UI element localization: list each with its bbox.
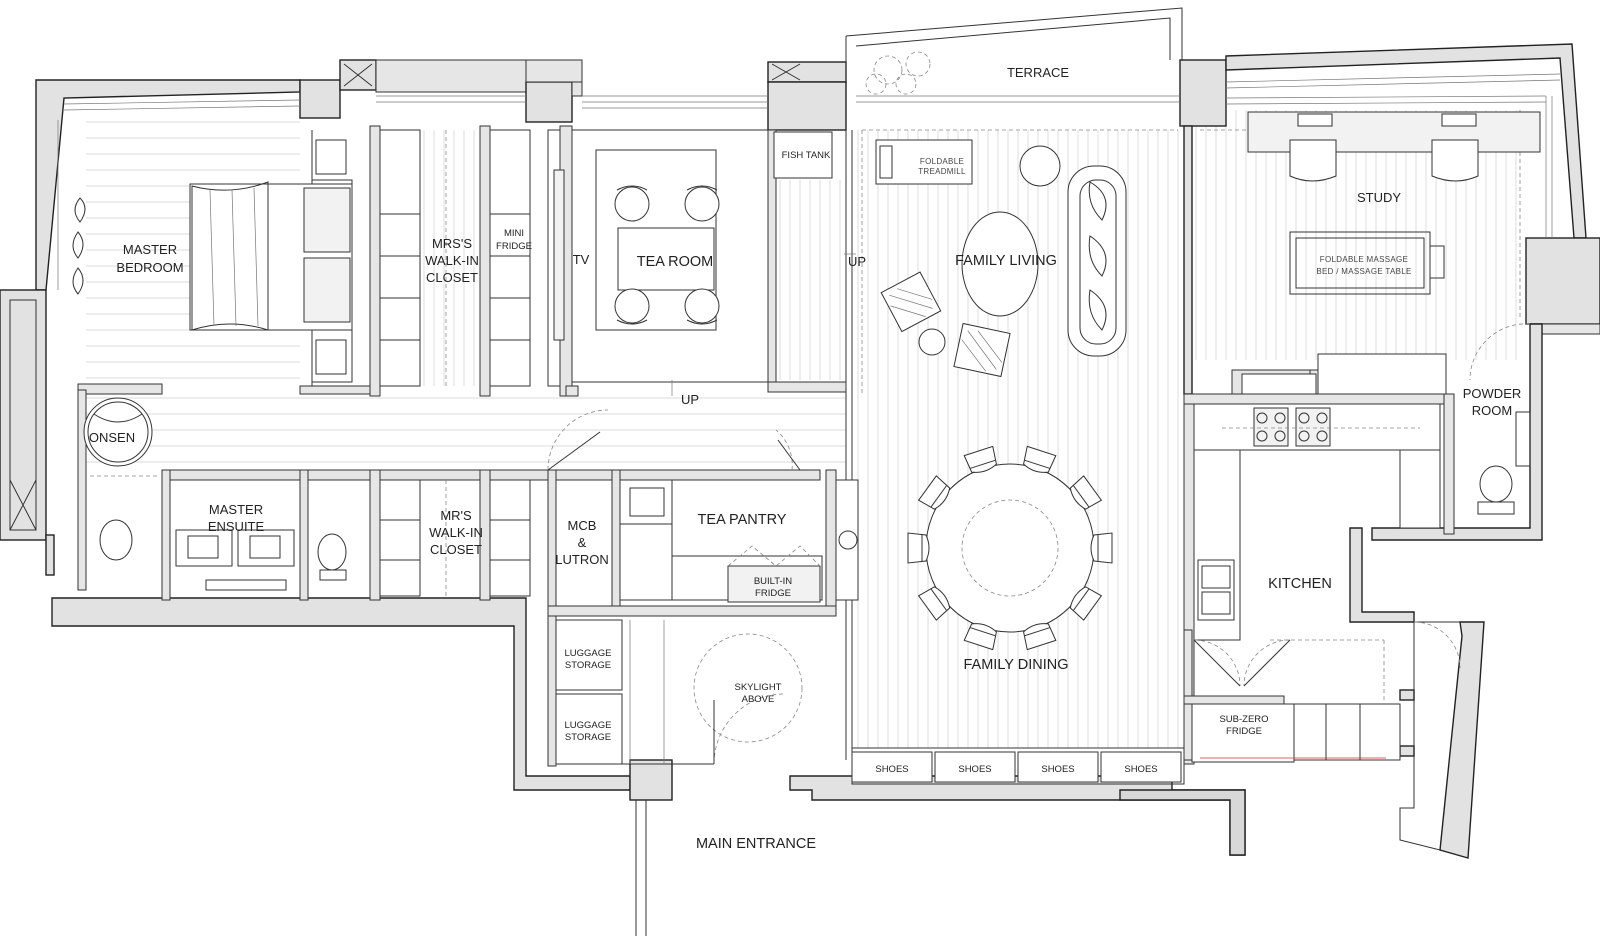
sofa xyxy=(1067,165,1127,357)
dining-chair xyxy=(963,623,997,651)
label-master-bedroom-2: BEDROOM xyxy=(116,260,183,275)
label-terrace: TERRACE xyxy=(1007,65,1069,80)
dining-chair xyxy=(1023,623,1057,651)
label-tv: TV xyxy=(573,252,590,267)
label-mcb-1: MCB xyxy=(568,518,597,533)
label-up-2: UP xyxy=(681,392,699,407)
label-closet-top-1: MRS'S xyxy=(432,236,472,251)
dining-chair xyxy=(1090,532,1113,564)
label-shoes-3: SHOES xyxy=(1041,764,1074,775)
label-massage-2: BED / MASSAGE TABLE xyxy=(1316,267,1411,276)
label-treadmill-2: TREADMILL xyxy=(918,167,966,176)
label-treadmill-1: FOLDABLE xyxy=(920,157,964,166)
label-powder-room-2: ROOM xyxy=(1472,403,1512,418)
label-shoes-2: SHOES xyxy=(958,764,991,775)
coffee-table xyxy=(961,211,1039,317)
tea-chair xyxy=(614,186,650,222)
label-sub-zero-2: FRIDGE xyxy=(1226,726,1262,737)
tea-chair xyxy=(614,288,650,324)
label-family-dining: FAMILY DINING xyxy=(963,657,1068,673)
dining-chair xyxy=(963,445,997,473)
label-mcb-2: & xyxy=(578,535,587,550)
label-main-entrance: MAIN ENTRANCE xyxy=(696,836,816,852)
label-master-bedroom-1: MASTER xyxy=(123,242,177,257)
label-skylight-2: ABOVE xyxy=(742,694,775,705)
dining-chair xyxy=(1023,445,1057,473)
label-skylight-1: SKYLIGHT xyxy=(735,682,782,693)
label-powder-room-1: POWDER xyxy=(1463,386,1522,401)
label-sub-zero-1: SUB-ZERO xyxy=(1219,714,1268,725)
furniture xyxy=(72,51,1541,651)
label-mcb-3: LUTRON xyxy=(555,552,608,567)
label-closet-bottom-3: CLOSET xyxy=(430,542,482,557)
label-tea-pantry: TEA PANTRY xyxy=(698,512,787,528)
label-tea-room: TEA ROOM xyxy=(637,254,714,270)
dining-chair xyxy=(1069,475,1103,510)
label-built-in-fridge-2: FRIDGE xyxy=(755,588,791,599)
label-mini-fridge-2: FRIDGE xyxy=(496,241,532,252)
label-study: STUDY xyxy=(1357,190,1401,205)
dining-chair xyxy=(917,475,951,510)
windows xyxy=(57,73,1561,290)
label-kitchen: KITCHEN xyxy=(1268,576,1332,592)
label-ensuite-1: MASTER xyxy=(209,502,263,517)
label-fish-tank: FISH TANK xyxy=(782,150,831,161)
labels: TERRACE MASTER BEDROOM MRS'S WALK-IN CLO… xyxy=(89,65,1521,852)
tea-chair xyxy=(684,186,720,222)
tea-chair xyxy=(684,288,720,324)
label-onsen: ONSEN xyxy=(89,430,135,445)
label-luggage-1a: LUGGAGE xyxy=(565,648,612,659)
tea-table xyxy=(617,227,715,291)
label-shoes-4: SHOES xyxy=(1124,764,1157,775)
label-built-in-fridge-1: BUILT-IN xyxy=(754,576,792,587)
label-luggage-2b: STORAGE xyxy=(565,732,611,743)
label-closet-top-3: CLOSET xyxy=(426,270,478,285)
onsen-tub xyxy=(83,397,153,467)
label-closet-bottom-2: WALK-IN xyxy=(429,525,483,540)
label-closet-bottom-1: MR'S xyxy=(440,508,472,523)
label-closet-top-2: WALK-IN xyxy=(425,253,479,268)
fish-tank xyxy=(773,131,833,179)
label-shoes-1: SHOES xyxy=(875,764,908,775)
label-luggage-1b: STORAGE xyxy=(565,660,611,671)
dining-chair xyxy=(1069,586,1103,621)
label-luggage-2a: LUGGAGE xyxy=(565,720,612,731)
label-family-living: FAMILY LIVING xyxy=(955,253,1057,269)
label-up-1: UP xyxy=(848,254,866,269)
dining-table xyxy=(925,463,1095,633)
label-massage-1: FOLDABLE MASSAGE xyxy=(1320,255,1408,264)
dining-chair xyxy=(907,532,930,564)
label-ensuite-2: ENSUITE xyxy=(208,519,265,534)
dining-chair xyxy=(917,586,951,621)
label-mini-fridge-1: MINI xyxy=(504,228,524,239)
